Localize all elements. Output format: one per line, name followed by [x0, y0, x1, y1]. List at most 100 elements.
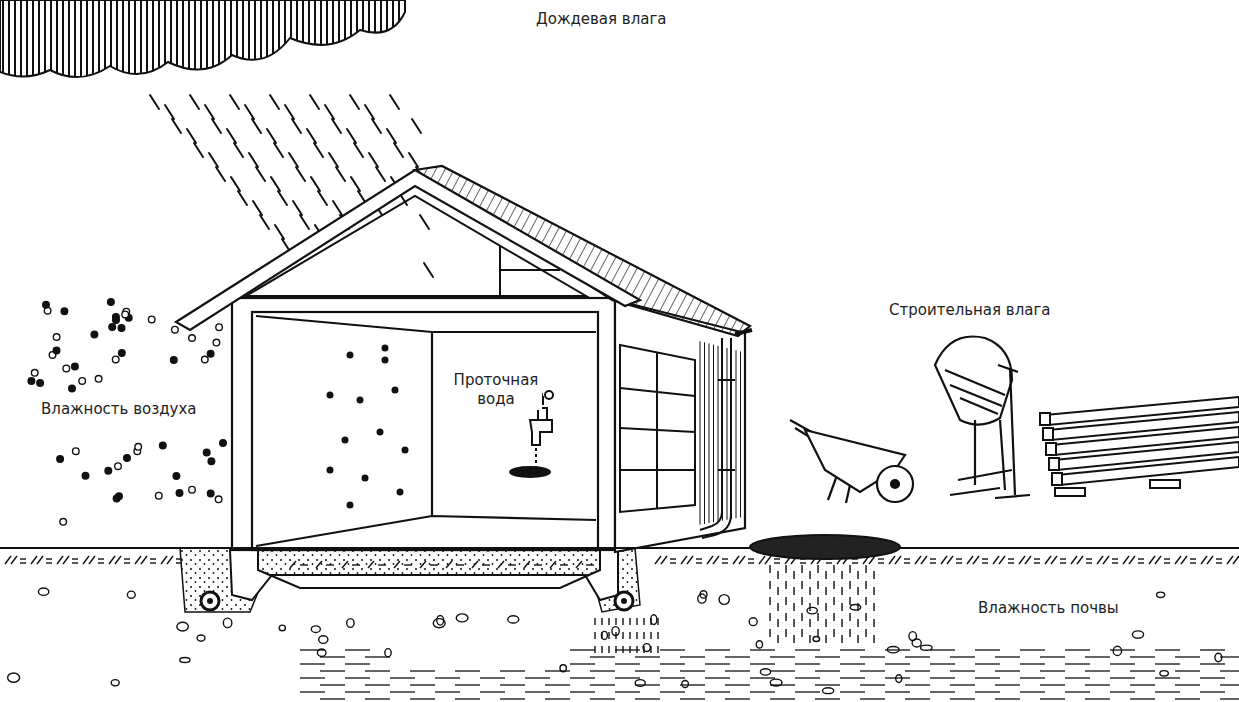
ground-mark: [524, 561, 530, 568]
ground-mark: [1103, 556, 1109, 564]
ground-mark: [722, 562, 728, 563]
seep-dash: [650, 618, 651, 625]
water-dash: [995, 670, 1020, 671]
water-dash: [390, 691, 415, 692]
ground-mark: [670, 562, 676, 563]
seep-dash: [817, 613, 818, 621]
ground-mark: [878, 562, 884, 563]
seep-dash: [801, 613, 802, 621]
rain-dash: [172, 119, 181, 133]
rain-dash: [318, 191, 327, 205]
rain-dash: [270, 95, 279, 109]
pebble: [1132, 631, 1143, 638]
pebble: [347, 619, 354, 628]
ground-mark: [774, 562, 780, 563]
rain-dash: [350, 95, 359, 109]
air-dot: [124, 455, 131, 462]
water-dash: [570, 677, 595, 678]
rain-dash: [216, 167, 225, 181]
seep-dash: [643, 618, 644, 625]
water-dash: [320, 698, 345, 699]
water-dash: [750, 663, 775, 664]
water-dash: [365, 684, 390, 685]
seep-dash: [809, 587, 810, 595]
ground-mark: [316, 561, 322, 568]
water-dash: [1085, 698, 1110, 699]
pebble: [850, 604, 860, 610]
rain-dash: [230, 95, 239, 109]
water-dash: [570, 663, 595, 664]
water-dash: [680, 656, 705, 657]
water-dash: [320, 684, 345, 685]
seep-dash: [817, 629, 818, 637]
ground-mark: [696, 558, 702, 559]
water-dash: [320, 670, 345, 671]
water-dash: [840, 691, 865, 692]
ground-mark: [1190, 562, 1196, 563]
rain-dash: [420, 215, 429, 229]
seep-dash: [769, 597, 770, 605]
rain-dash: [412, 119, 421, 133]
board-end: [1046, 443, 1056, 455]
water-dash: [770, 698, 795, 699]
water-dash: [950, 670, 975, 671]
pebble: [180, 657, 190, 662]
gravel-bed: [180, 548, 640, 612]
ground-mark: [1019, 556, 1025, 564]
water-dash: [770, 656, 795, 657]
siding-line: [713, 345, 714, 523]
water-dash: [725, 684, 750, 685]
board-end: [1040, 413, 1050, 425]
seep-dash: [601, 632, 602, 639]
ground-mark: [1190, 558, 1196, 559]
ground-mark: [967, 556, 973, 564]
gable: [176, 170, 640, 330]
ground-mark: [1181, 556, 1187, 564]
water-dash: [300, 649, 325, 650]
seep-dash: [857, 603, 858, 611]
air-dot: [37, 380, 44, 387]
ground-mark: [72, 558, 78, 559]
ground-mark: [326, 564, 334, 565]
seep-dash: [608, 646, 609, 653]
water-dash: [905, 698, 930, 699]
water-dash: [410, 670, 435, 671]
ground-mark: [1034, 558, 1040, 559]
ground-mark: [430, 564, 438, 565]
ground-mark: [707, 556, 713, 564]
water-dash: [975, 677, 1000, 678]
ground-mark: [759, 556, 765, 564]
water-dash: [300, 677, 325, 678]
siding-line: [718, 346, 719, 522]
water-dash: [1200, 649, 1225, 650]
seep-dash: [841, 635, 842, 643]
air-dot: [108, 299, 115, 306]
rain-dash: [336, 167, 345, 181]
ground-mark: [20, 562, 26, 563]
seep-dash: [857, 587, 858, 595]
ground-mark: [167, 556, 173, 564]
seep-dash: [650, 646, 651, 653]
seep-dash: [785, 597, 786, 605]
ground-mark: [11, 556, 17, 564]
seep-dash: [825, 603, 826, 611]
seep-dash: [793, 619, 794, 627]
seep-dash: [777, 635, 778, 643]
ground-mark: [20, 558, 26, 559]
ground-mark: [115, 556, 121, 564]
downpipe: [700, 338, 735, 538]
ground-mark: [1008, 562, 1014, 563]
ground-mark: [176, 562, 182, 563]
gutter: [735, 330, 752, 334]
ground-mark: [72, 562, 78, 563]
ground-mark: [300, 564, 308, 565]
air-dot: [112, 356, 119, 363]
seep-dash: [594, 646, 595, 653]
water-dash: [950, 656, 975, 657]
pebble: [508, 616, 519, 623]
water-dash: [1110, 649, 1135, 650]
ground-mark: [1097, 556, 1103, 564]
seep-dash: [769, 581, 770, 589]
seep-dash: [873, 571, 874, 579]
house: [232, 298, 745, 552]
